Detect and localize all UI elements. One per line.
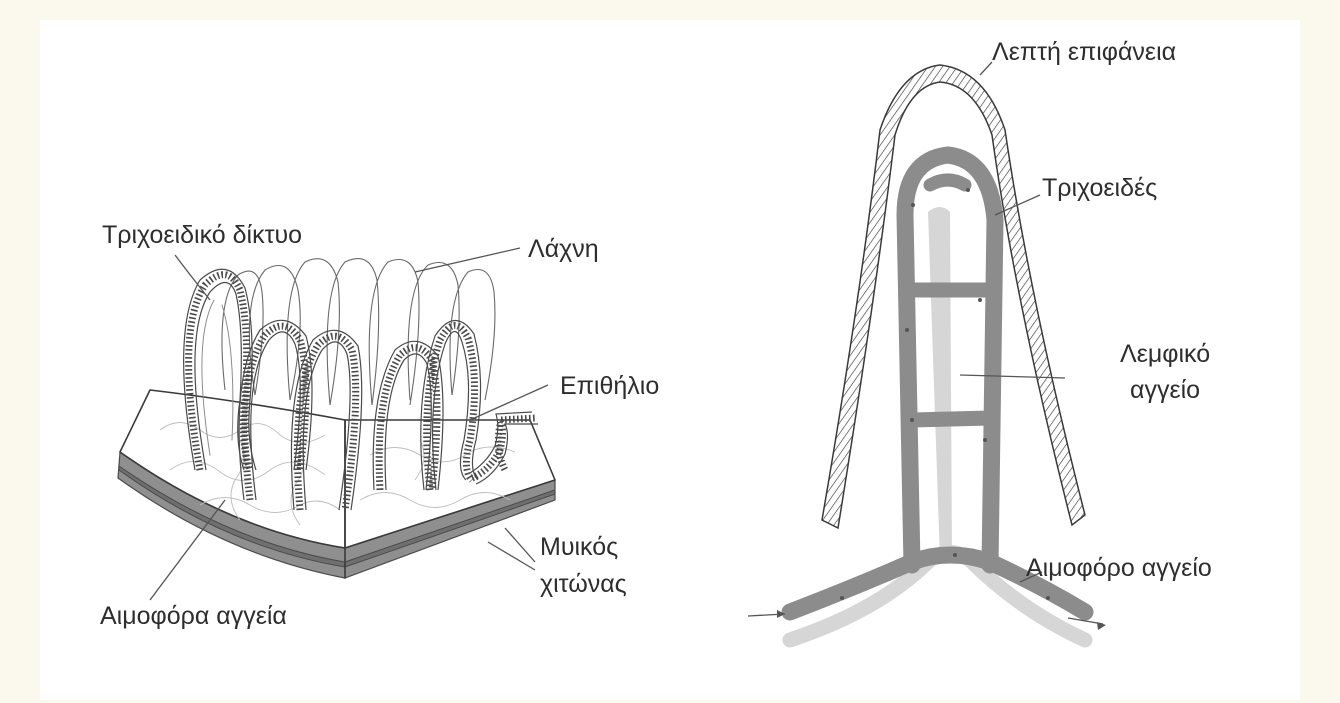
label-muscle-coat-line1: Μυικός — [540, 533, 618, 561]
label-blood-vessel: Αιμοφόρο αγγείο — [1026, 554, 1212, 582]
label-epithelium: Επιθήλιο — [560, 372, 659, 400]
label-lymph-vessel-line1: Λεμφικό — [1120, 340, 1210, 368]
label-blood-vessels: Αιμοφόρα αγγεία — [100, 602, 287, 630]
label-muscle-coat-line2: χιτώνας — [540, 570, 627, 598]
label-capillaries: Τριχοειδές — [1042, 174, 1157, 202]
label-thin-surface: Λεπτή επιφάνεια — [992, 38, 1176, 66]
label-villus: Λάχνη — [528, 235, 599, 263]
figure-panel — [40, 20, 1300, 700]
label-capillary-network: Τριχοειδικό δίκτυο — [102, 221, 302, 249]
label-lymph-vessel-line2: αγγείο — [1130, 376, 1200, 404]
